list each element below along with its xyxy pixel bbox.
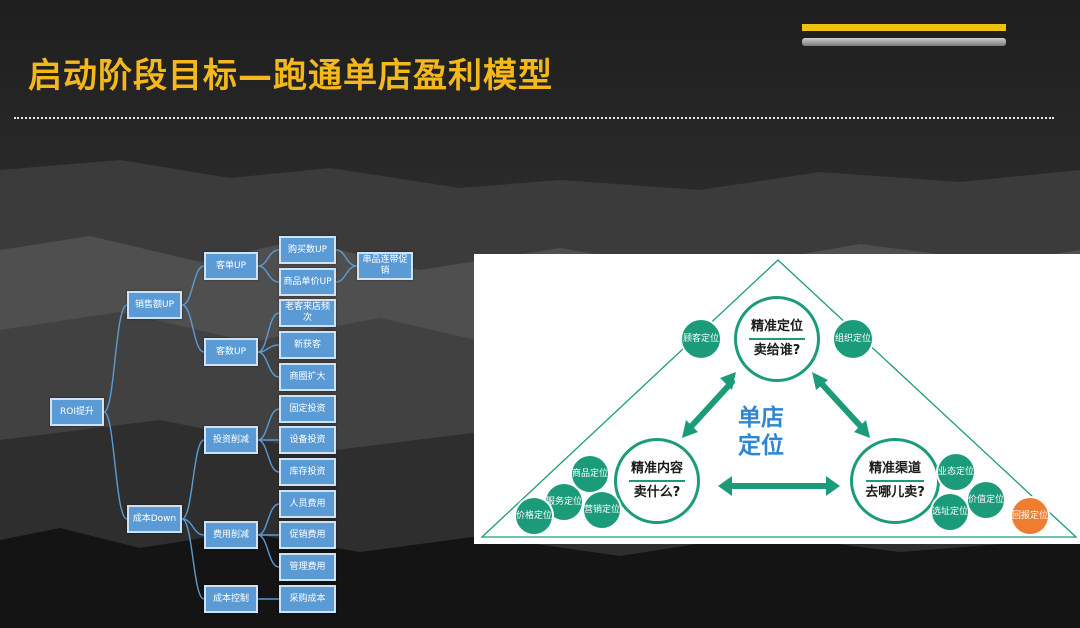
- badge-price-positioning: 价格定位: [514, 496, 554, 536]
- slide-title: 启动阶段目标—跑通单店盈利模型: [28, 56, 553, 96]
- node-top-title: 精准定位: [750, 319, 803, 334]
- tree-node-investment-cut: 投资削减: [204, 426, 258, 454]
- center-label-line1: 单店: [738, 405, 784, 431]
- tree-node-equipment-investment: 设备投资: [279, 426, 336, 454]
- node-right-title: 精准渠道: [868, 461, 921, 476]
- node-precise-positioning: 精准定位 卖给谁?: [734, 296, 820, 382]
- node-left-subtitle: 卖什么?: [633, 485, 681, 500]
- tree-node-procurement-cost: 采购成本: [279, 585, 336, 613]
- tree-node-cost-down: 成本Down: [127, 505, 182, 533]
- decorative-silver-bar: [802, 38, 1006, 46]
- tree-node-basket-up: 客单UP: [204, 252, 258, 280]
- tree-node-expense-cut: 费用削减: [204, 521, 258, 549]
- tree-node-purchase-qty: 购买数UP: [279, 236, 336, 264]
- tree-node-trade-area: 商圈扩大: [279, 363, 336, 391]
- badge-marketing-positioning: 营销定位: [582, 490, 622, 530]
- center-label: 单店 定位: [706, 404, 816, 460]
- center-label-line2: 定位: [738, 433, 784, 459]
- tree-node-management-cost: 管理费用: [279, 553, 336, 581]
- node-precise-content: 精准内容 卖什么?: [614, 438, 700, 524]
- badge-customer-positioning: 顾客定位: [680, 318, 722, 360]
- badge-site-positioning: 选址定位: [930, 492, 970, 532]
- decorative-yellow-bar: [802, 24, 1006, 31]
- tree-node-fixed-investment: 固定投资: [279, 395, 336, 423]
- tree-node-unit-price: 商品单价UP: [279, 268, 336, 296]
- node-right-subtitle: 去哪儿卖?: [865, 485, 925, 500]
- tree-node-staff-cost: 人员费用: [279, 490, 336, 518]
- node-top-divider: [749, 338, 805, 340]
- triangle-and-arrows: [480, 259, 1078, 538]
- badge-value-positioning: 价值定位: [966, 480, 1006, 520]
- tree-node-cross-sell: 串品连带促销: [357, 252, 413, 280]
- tree-node-customers-up: 客数UP: [204, 338, 258, 366]
- node-precise-channel: 精准渠道 去哪儿卖?: [850, 438, 940, 524]
- title-divider: [14, 117, 1054, 119]
- tree-node-roi: ROI提升: [50, 398, 104, 426]
- badge-return-positioning: 回报定位: [1010, 496, 1050, 536]
- badge-format-positioning: 业态定位: [936, 452, 976, 492]
- positioning-diagram: 单店 定位 精准定位 卖给谁? 精准内容 卖什么? 精准渠道 去哪儿卖? 顾客定…: [474, 254, 1080, 544]
- tree-node-cost-control: 成本控制: [204, 585, 258, 613]
- badge-organization-positioning: 组织定位: [832, 318, 874, 360]
- tree-node-new-customers: 新获客: [279, 331, 336, 359]
- node-left-divider: [629, 480, 685, 482]
- tree-node-visit-frequency: 老客来店频次: [279, 299, 336, 327]
- node-top-subtitle: 卖给谁?: [753, 343, 801, 358]
- tree-node-inventory-investment: 库存投资: [279, 458, 336, 486]
- tree-node-sales-up: 销售额UP: [127, 291, 182, 319]
- node-left-title: 精准内容: [630, 461, 683, 476]
- tree-node-promotion-cost: 促销费用: [279, 521, 336, 549]
- node-right-divider: [865, 480, 925, 482]
